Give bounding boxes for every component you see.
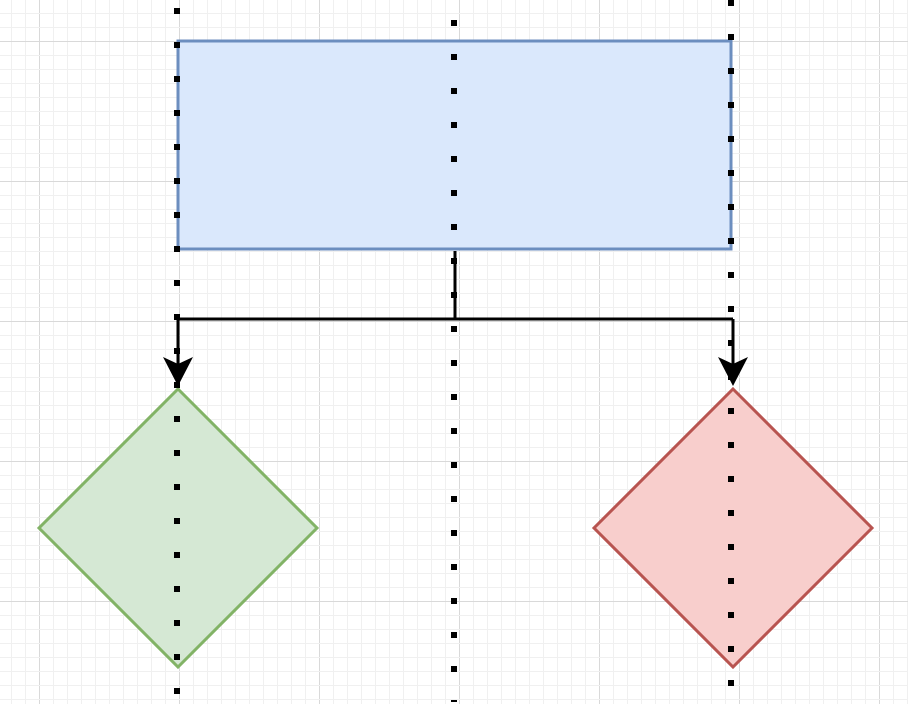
arrowhead-right — [718, 357, 748, 386]
top-rectangle[interactable] — [176, 39, 733, 251]
left-diamond[interactable] — [36, 386, 320, 670]
arrowhead-left — [163, 357, 193, 386]
connector[interactable] — [176, 251, 735, 366]
right-diamond[interactable] — [591, 386, 875, 670]
